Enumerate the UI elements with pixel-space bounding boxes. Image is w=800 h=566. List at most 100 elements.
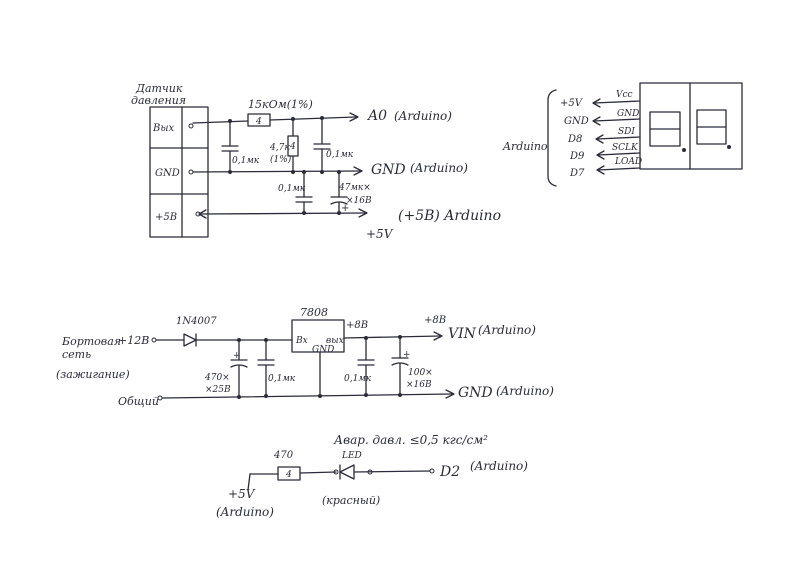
arrow-head — [595, 134, 604, 144]
display-pin-1: +5V — [560, 98, 584, 109]
power-supply-block: Бортовая сеть (зажигание) +12В Общий 1N4… — [56, 306, 554, 408]
seven-segment-display — [639, 82, 743, 170]
alarm-led-block: Авар. давл. ≤0,5 кгс/см² 470 LED 4 +5V (… — [216, 433, 528, 519]
terminal-symbol — [429, 468, 435, 474]
sensor-pin-gnd: GND — [155, 168, 180, 179]
c4-label-line1: 47мк× — [338, 183, 371, 193]
regulator-out: вых — [326, 336, 344, 346]
regulator-name: 7808 — [300, 306, 328, 319]
plus8-label-a: +8В — [346, 320, 368, 331]
arrow-head — [358, 208, 368, 218]
display-block: Arduino +5V GND D8 D9 D7 Vcc GND SDI SCL… — [502, 82, 743, 187]
display-signal-1: Vcc — [616, 90, 633, 100]
arrow-head — [592, 98, 601, 108]
alarm-led — [339, 464, 355, 480]
capacitor-c2: 0,1мк — [313, 117, 354, 173]
out-a0-suffix: (Arduino) — [394, 109, 452, 123]
out-gnd: GND — [371, 162, 406, 178]
alarm-resistor-label: 470 — [273, 450, 294, 461]
arrow-head — [596, 150, 605, 160]
display-signal-3: SDI — [618, 127, 635, 137]
c2-label: 0,1мк — [326, 150, 354, 160]
sensor-5v-net: (+5В) Arduino +5V — [198, 208, 501, 241]
display-signal-5: LOAD — [614, 157, 642, 167]
alarm-d2-suffix: (Arduino) — [470, 459, 528, 473]
plus12-label: +12В — [118, 334, 149, 347]
sensor-signal-net: 4 15кОм(1%) A0 (Arduino) — [192, 98, 452, 127]
c-out2-label-line2: ×16В — [406, 380, 432, 390]
terminal-symbol — [188, 123, 194, 129]
terminal-symbol — [367, 469, 373, 475]
c4-polarity: + — [341, 203, 349, 214]
c4-label-line2: ×16В — [346, 196, 372, 206]
display-arduino-label: Arduino — [502, 140, 548, 153]
alarm-led-label: LED — [341, 451, 362, 461]
shunt-label-line1: 4,7к — [269, 143, 290, 153]
source-line1: Бортовая — [61, 335, 121, 348]
shunt-label-line2: (1%) — [270, 154, 292, 165]
regulator-7808 — [291, 319, 345, 353]
out-5v: (+5В) Arduino — [398, 208, 501, 224]
sensor-title-line2: давления — [131, 94, 186, 107]
arrow-head — [433, 331, 443, 341]
c-in-label-line2: ×25В — [205, 385, 231, 395]
pin-bracket — [547, 89, 557, 187]
capacitor-c4: + 47мк× ×16В — [330, 171, 372, 214]
capacitor-100u: + 100× ×16В — [391, 336, 433, 396]
display-pin-4: D9 — [569, 151, 585, 162]
out-5v-alt: +5V — [366, 227, 394, 241]
vin-suffix: (Arduino) — [478, 323, 536, 337]
capacitor-c1: 0,1мк — [221, 120, 260, 173]
display-signal-2: GND — [617, 109, 639, 119]
c-out1-label: 0,1мк — [344, 374, 372, 384]
alarm-caption: Авар. давл. ≤0,5 кгс/см² — [333, 433, 488, 447]
terminal-symbol — [333, 469, 339, 475]
display-signal-4: SCLK — [612, 143, 639, 153]
arrow-head — [445, 389, 455, 399]
c3-label: 0,1мк — [278, 184, 306, 194]
alarm-led-color: (красный) — [322, 494, 380, 507]
pressure-sensor-block: Датчик давления Вых GND +5В — [131, 82, 209, 238]
shunt-resistor-tag: 4 — [289, 142, 296, 152]
diode-label: 1N4007 — [176, 316, 217, 327]
display-pin-3: D8 — [567, 134, 582, 145]
shunt-resistor: 4 4,7к (1%) — [269, 118, 299, 173]
c1-label: 0,1мк — [232, 156, 260, 166]
regulator-in: Вх — [295, 336, 308, 346]
alarm-d2: D2 — [439, 464, 460, 480]
out-a0: A0 — [366, 108, 387, 124]
power-gnd-suffix: (Arduino) — [496, 384, 554, 398]
source-line2: сеть — [62, 348, 91, 361]
sensor-gnd-net: GND (Arduino) — [192, 161, 468, 178]
arrow-head — [592, 116, 601, 126]
common-label: Общий — [118, 395, 159, 408]
regulator-gnd: GND — [312, 345, 334, 355]
c-in-polarity: + — [233, 351, 241, 361]
display-pin-2: GND — [564, 116, 589, 127]
capacitor-in-01u: 0,1мк — [257, 339, 296, 397]
diode-1n4007 — [183, 333, 197, 347]
sensor-title-line1: Датчик — [135, 82, 183, 95]
arrow-head — [353, 166, 363, 176]
arrow-head — [596, 165, 605, 175]
power-gnd-label: GND — [458, 385, 493, 401]
display-pin-5: D7 — [569, 168, 585, 179]
capacitor-out-01u: 0,1мк — [344, 337, 375, 396]
c-in2-label: 0,1мк — [268, 374, 296, 384]
alarm-resistor-tag: 4 — [285, 470, 292, 480]
sensor-pin-out: Вых — [152, 123, 174, 134]
series-resistor-tag: 4 — [255, 117, 262, 127]
alarm-plus5: +5V — [228, 487, 256, 501]
alarm-plus5-src: (Arduino) — [216, 505, 274, 519]
series-resistor-label: 15кОм(1%) — [248, 98, 313, 111]
arrow-head — [349, 112, 359, 122]
arrow-head — [198, 209, 207, 219]
c-in-label-line1: 470× — [204, 373, 230, 383]
out-gnd-suffix: (Arduino) — [410, 161, 468, 175]
c-out2-polarity: + — [403, 350, 411, 360]
source-line3: (зажигание) — [56, 368, 130, 381]
capacitor-c3: 0,1мк — [278, 171, 313, 214]
plus8-label-b: +8В — [424, 315, 446, 326]
